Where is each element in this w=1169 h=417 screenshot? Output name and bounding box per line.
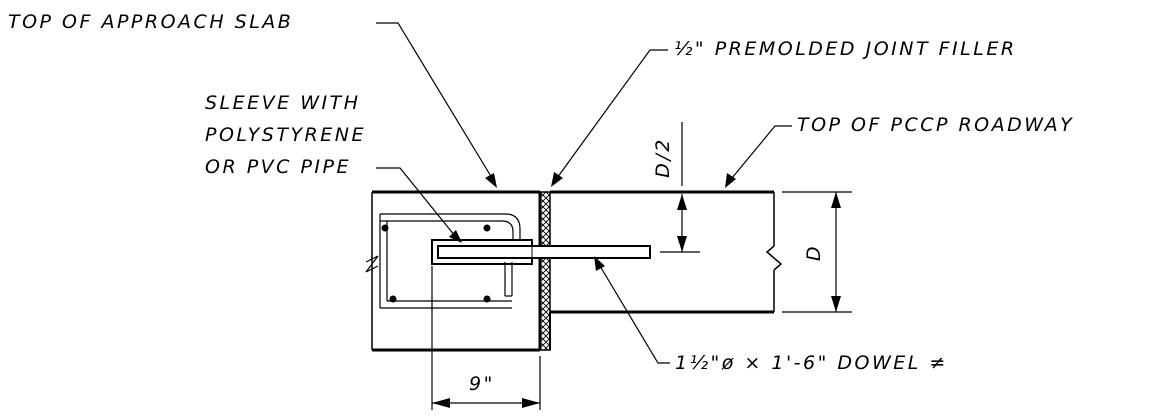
label-top-of-pccp-roadway: TOP OF PCCP ROADWAY bbox=[797, 114, 1075, 136]
label-top-of-approach-slab: TOP OF APPROACH SLAB bbox=[8, 11, 294, 33]
dimension-lines bbox=[431, 122, 852, 410]
label-depth: D bbox=[803, 243, 826, 262]
dowel-bar bbox=[431, 239, 651, 265]
leader-lines bbox=[376, 22, 792, 364]
label-half-depth: D/2 bbox=[651, 137, 674, 178]
label-sleeve-line2: POLYSTYRENE bbox=[205, 124, 366, 146]
label-sleeve-line3: OR PVC PIPE bbox=[205, 156, 351, 178]
joint-filler bbox=[539, 191, 551, 351]
pccp-roadway bbox=[549, 190, 783, 350]
label-embed-length: 9" bbox=[469, 373, 495, 395]
label-sleeve-line1: SLEEVE WITH bbox=[205, 92, 361, 114]
slab-reinforcement bbox=[379, 213, 521, 309]
label-dowel: 1½"ø × 1'-6" DOWEL ≠ bbox=[675, 352, 948, 374]
label-joint-filler: ½" PREMOLDED JOINT FILLER bbox=[674, 38, 1017, 60]
